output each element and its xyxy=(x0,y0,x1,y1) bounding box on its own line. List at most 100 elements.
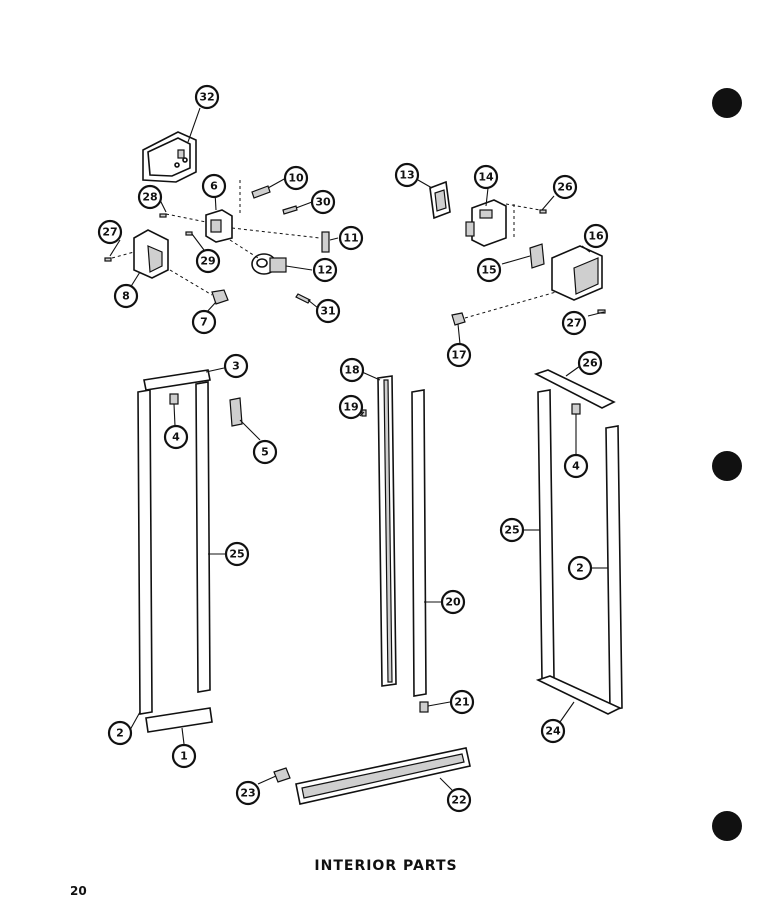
callout-26-right: 26 xyxy=(577,350,603,376)
part-13-gasket xyxy=(429,180,451,220)
part-17-clip xyxy=(451,312,466,326)
svg-text:15: 15 xyxy=(481,264,496,277)
binder-hole-top xyxy=(712,88,742,118)
callout-23: 23 xyxy=(235,780,261,806)
part-11-pin xyxy=(321,231,330,253)
part-32-cover xyxy=(142,131,197,183)
callout-5: 5 xyxy=(252,439,278,465)
callout-13: 13 xyxy=(394,162,420,188)
callout-6: 6 xyxy=(201,173,227,199)
callout-25-left: 25 xyxy=(224,541,250,567)
svg-text:28: 28 xyxy=(142,191,157,204)
callout-16: 16 xyxy=(583,223,609,249)
callout-18: 18 xyxy=(339,357,365,383)
svg-text:30: 30 xyxy=(315,196,331,209)
part-6-switch xyxy=(205,209,233,243)
callout-28: 28 xyxy=(137,184,163,210)
callout-30: 30 xyxy=(310,189,336,215)
svg-text:26: 26 xyxy=(582,357,598,370)
part-23-clip xyxy=(273,767,291,783)
callout-4-left: 4 xyxy=(163,424,189,450)
callout-31: 31 xyxy=(315,298,341,324)
svg-text:31: 31 xyxy=(320,305,335,318)
svg-text:2: 2 xyxy=(576,562,584,575)
left-frame-assembly xyxy=(137,369,243,733)
right-frame-assembly xyxy=(533,369,623,715)
svg-text:11: 11 xyxy=(343,232,358,245)
svg-text:6: 6 xyxy=(210,180,218,193)
callout-2-right: 2 xyxy=(567,555,593,581)
part-30-screw xyxy=(282,205,298,215)
callout-24: 24 xyxy=(540,718,566,744)
assembly-dash-3 xyxy=(231,227,321,239)
part-31-screw xyxy=(295,293,311,304)
callout-17: 17 xyxy=(446,342,472,368)
assembly-dash-5 xyxy=(111,251,135,259)
callout-4-right: 4 xyxy=(563,453,589,479)
page-title: INTERIOR PARTS xyxy=(314,858,458,874)
callout-25-right: 25 xyxy=(499,517,525,543)
part-27-screw-left xyxy=(104,257,112,262)
svg-text:8: 8 xyxy=(122,290,130,303)
center-strips xyxy=(361,375,429,713)
svg-text:5: 5 xyxy=(261,446,269,459)
part-16-housing xyxy=(551,245,603,301)
assembly-dash-9 xyxy=(464,291,557,319)
part-12-lamp-socket xyxy=(251,253,287,275)
callout-11: 11 xyxy=(338,225,364,251)
callout-2-left: 2 xyxy=(107,720,133,746)
callout-3: 3 xyxy=(223,353,249,379)
part-7-clip xyxy=(211,289,229,305)
svg-text:12: 12 xyxy=(317,264,332,277)
part-8-housing xyxy=(133,229,169,279)
svg-text:32: 32 xyxy=(199,91,214,104)
callout-12: 12 xyxy=(312,257,338,283)
callout-10: 10 xyxy=(283,165,309,191)
callout-26-top: 26 xyxy=(552,174,578,200)
part-10-spring xyxy=(251,185,271,199)
assembly-dash-4 xyxy=(169,269,213,296)
svg-text:22: 22 xyxy=(451,794,466,807)
svg-text:26: 26 xyxy=(557,181,573,194)
callout-7: 7 xyxy=(191,309,217,335)
svg-text:25: 25 xyxy=(504,524,519,537)
callout-8: 8 xyxy=(113,283,139,309)
svg-text:16: 16 xyxy=(588,230,604,243)
callout-20: 20 xyxy=(440,589,466,615)
svg-text:14: 14 xyxy=(478,171,494,184)
svg-text:7: 7 xyxy=(200,316,208,329)
callout-32: 32 xyxy=(194,84,220,110)
svg-text:3: 3 xyxy=(232,360,240,373)
part-28-screw xyxy=(159,213,167,218)
svg-text:20: 20 xyxy=(445,596,461,609)
svg-text:1: 1 xyxy=(180,750,188,763)
callout-21: 21 xyxy=(449,689,475,715)
svg-text:23: 23 xyxy=(240,787,255,800)
callout-14: 14 xyxy=(473,164,499,190)
svg-text:21: 21 xyxy=(454,696,469,709)
assembly-dash-7 xyxy=(505,203,541,211)
page-number: 20 xyxy=(70,884,87,898)
svg-text:13: 13 xyxy=(399,169,414,182)
part-14-control xyxy=(465,199,507,247)
part-22-grille xyxy=(295,747,471,805)
binder-hole-bottom xyxy=(712,811,742,841)
svg-text:2: 2 xyxy=(116,727,124,740)
svg-text:18: 18 xyxy=(344,364,359,377)
svg-text:4: 4 xyxy=(572,460,580,473)
callout-22: 22 xyxy=(446,787,472,813)
svg-text:19: 19 xyxy=(343,401,358,414)
leader-lines xyxy=(109,107,608,791)
part-26-screw-top xyxy=(539,209,547,214)
assembly-dash-6 xyxy=(229,239,259,259)
svg-text:29: 29 xyxy=(200,255,215,268)
callout-15: 15 xyxy=(476,257,502,283)
svg-text:25: 25 xyxy=(229,548,244,561)
binder-hole-middle xyxy=(712,451,742,481)
svg-text:4: 4 xyxy=(172,431,180,444)
part-15-bracket xyxy=(529,243,545,269)
svg-text:27: 27 xyxy=(102,226,117,239)
callout-27-right: 27 xyxy=(561,310,587,336)
svg-text:24: 24 xyxy=(545,725,561,738)
